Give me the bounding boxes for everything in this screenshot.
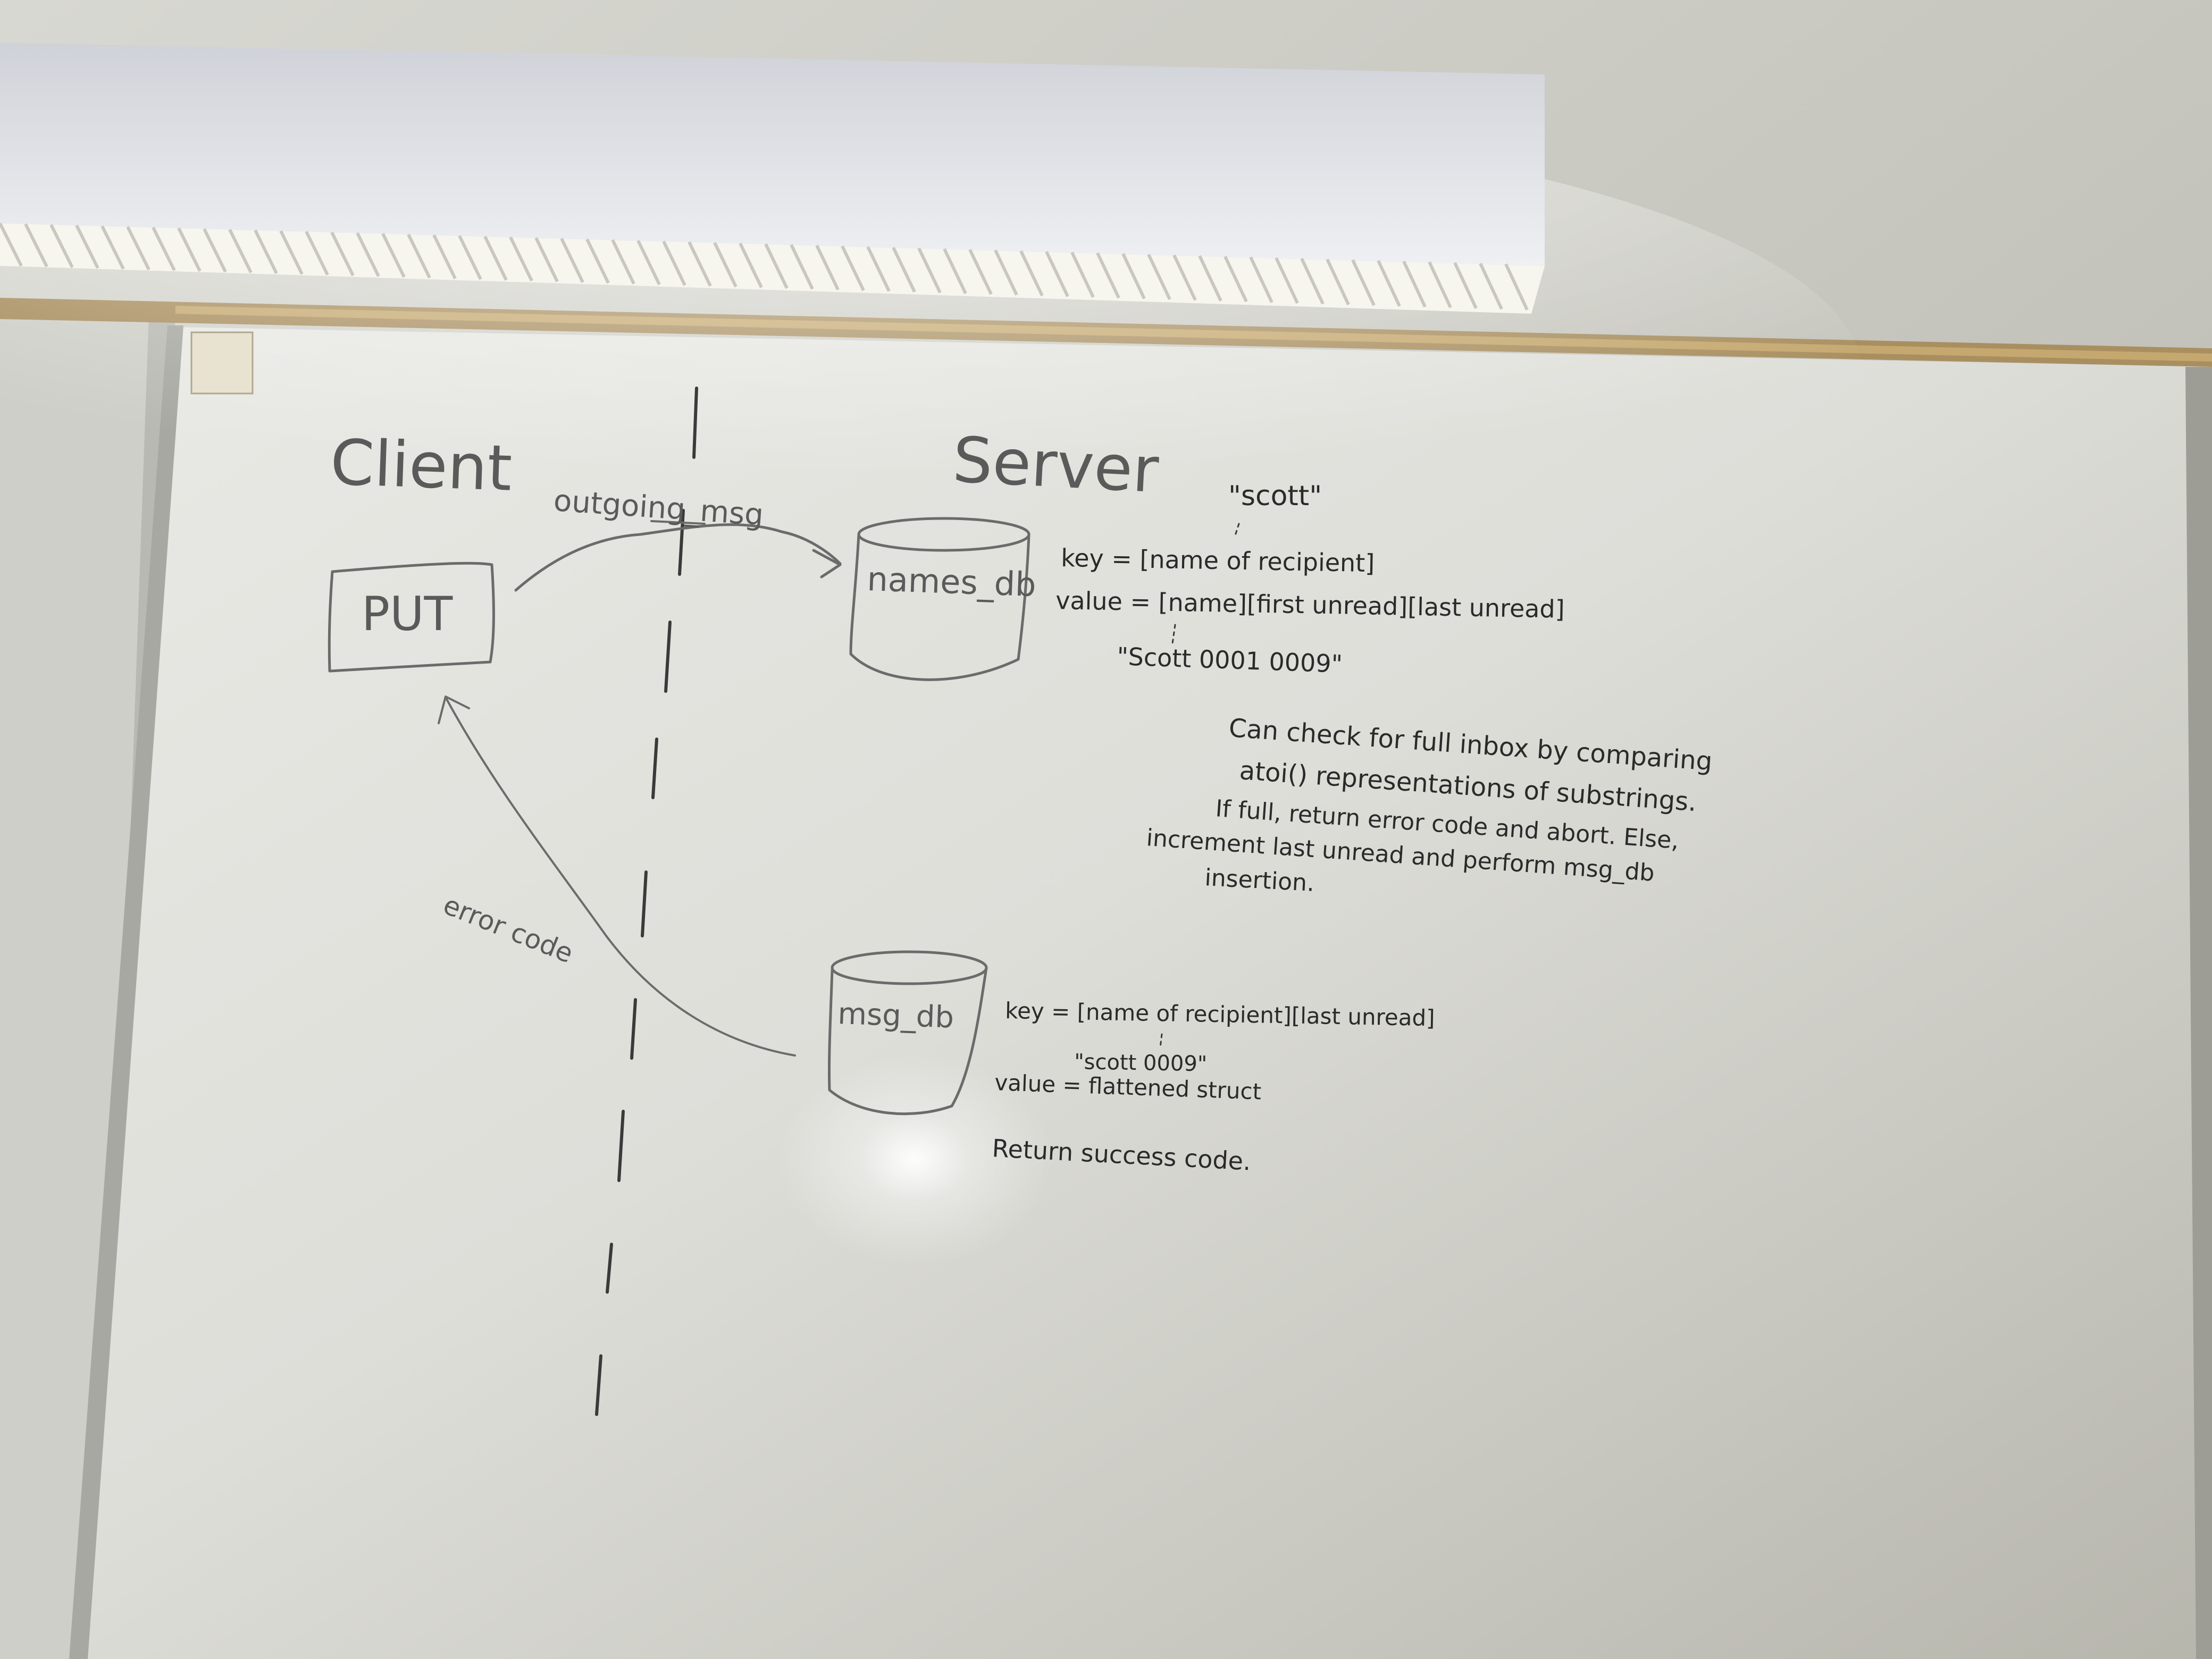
louver-slat	[1096, 252, 1120, 299]
louver-slat	[1504, 263, 1529, 311]
louver-slat	[1019, 250, 1044, 297]
louver-slat	[943, 248, 967, 295]
board-frame-left	[69, 325, 183, 1659]
louver-slat	[49, 224, 74, 269]
louver-slat	[815, 245, 840, 291]
louver-slat	[1479, 263, 1503, 310]
error-arrowhead	[438, 696, 470, 724]
louver-slat	[458, 235, 482, 280]
scott-label: "scott"	[1228, 480, 1322, 512]
louver-slat	[75, 224, 99, 269]
louver-slat	[636, 240, 661, 286]
names-db-cylinder	[849, 517, 1030, 681]
louver-slat	[1275, 257, 1299, 304]
louver-slat	[1070, 252, 1095, 298]
louver-slat	[126, 226, 150, 271]
server-label: Server	[951, 423, 1161, 507]
louver-slat	[152, 227, 176, 271]
louver-slat	[432, 234, 457, 280]
msg-example-pointer	[1159, 1033, 1163, 1049]
louver-slat	[1249, 256, 1273, 303]
louver-slat	[254, 229, 278, 274]
louver-slat	[1147, 254, 1171, 300]
louver-slat	[1045, 251, 1069, 297]
louver-slat	[790, 244, 814, 290]
louver-slat	[483, 236, 508, 281]
louver-slat	[305, 231, 329, 276]
louver-slat	[1453, 262, 1478, 309]
louver-slat	[1224, 256, 1248, 303]
louver-slat	[892, 247, 916, 293]
light-louvers	[0, 222, 1529, 311]
scott-pointer	[1234, 523, 1240, 538]
louver-slat	[177, 227, 202, 272]
msg-db-cylinder	[827, 950, 988, 1116]
louver-slat	[1351, 259, 1376, 306]
outgoing-arrow	[514, 523, 842, 592]
louver-slat	[1402, 261, 1427, 308]
louver-slat	[560, 238, 584, 283]
louver-slat	[407, 233, 431, 279]
example-pointer	[1171, 624, 1176, 644]
client-label: Client	[329, 425, 513, 505]
louver-slat	[509, 236, 533, 282]
louver-slat	[662, 240, 686, 286]
louver-slat	[1172, 254, 1197, 301]
louver-slat	[1377, 259, 1401, 307]
light-fixture	[0, 43, 1545, 266]
names-db-key: key = [name of recipient]	[1061, 543, 1375, 577]
louver-slat	[1121, 253, 1146, 299]
louver-slat	[330, 231, 355, 276]
louver-slat	[100, 225, 125, 270]
louver-slat	[841, 245, 865, 291]
louver-slat	[1300, 258, 1325, 305]
put-box	[328, 562, 495, 673]
msg-db-label: msg_db	[837, 996, 955, 1035]
names-db-label: names_db	[866, 559, 1036, 604]
louver-slat	[381, 233, 406, 278]
louver-slat	[994, 249, 1018, 296]
louver-slat	[24, 223, 48, 267]
error-arrow	[446, 698, 796, 1057]
outgoing-underline	[650, 520, 706, 525]
louver-slat	[866, 246, 891, 292]
louver-slat	[764, 243, 789, 289]
louver-slat	[0, 222, 23, 267]
louver-slat	[968, 249, 993, 295]
louver-slat	[611, 239, 635, 284]
louver-slat	[534, 237, 559, 282]
louver-slat	[585, 238, 610, 284]
msg-db-example: "scott 0009"	[1074, 1050, 1208, 1076]
louver-slat	[356, 232, 380, 277]
louver-slat	[1198, 255, 1222, 302]
light-diffuser	[0, 223, 1545, 314]
board-sticker	[190, 331, 254, 395]
board-frame-right	[2185, 367, 2212, 1659]
louver-slat	[688, 241, 712, 287]
louver-slat	[279, 230, 304, 275]
put-label: PUT	[362, 586, 453, 641]
louver-slat	[739, 242, 763, 288]
louver-slat	[1428, 261, 1452, 308]
glare-spot	[776, 1053, 1053, 1266]
note-line-5: insertion.	[1204, 864, 1315, 897]
louver-slat	[228, 229, 253, 273]
louver-slat	[1326, 258, 1350, 306]
louver-slat	[713, 242, 738, 288]
divider-dashed-line	[595, 387, 698, 1416]
louver-slat	[203, 228, 227, 273]
outgoing-arrowhead	[812, 549, 842, 579]
whiteboard	[80, 327, 2212, 1659]
louver-slat	[917, 247, 942, 294]
